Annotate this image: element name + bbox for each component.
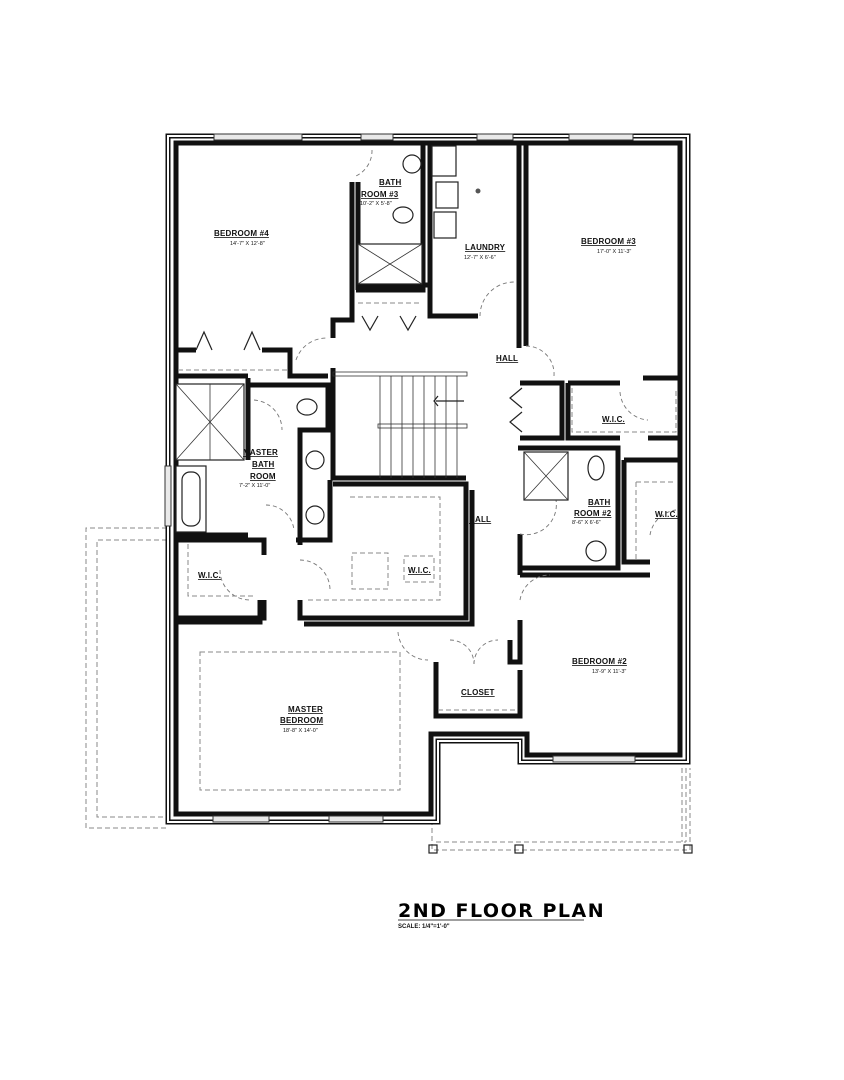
dims-laundry: 12'-7" X 6'-6" xyxy=(464,255,496,261)
label-hall-lower: HALL xyxy=(469,515,491,524)
staircase xyxy=(332,371,468,478)
label-wic-master-center: W.I.C. xyxy=(408,566,431,575)
label-wic-master-left: W.I.C. xyxy=(198,571,221,580)
dims-bath-2: 8'-6" X 6'-6" xyxy=(572,520,601,526)
window xyxy=(212,815,270,823)
window xyxy=(568,133,634,141)
sink-icon xyxy=(305,505,325,525)
label-master-bath-line2: BATH xyxy=(252,460,274,469)
windows xyxy=(164,133,636,823)
plan-scale: SCALE: 1/4"=1'-0" xyxy=(398,924,450,930)
dims-bedroom-3: 17'-0" X 11'-3" xyxy=(597,249,631,255)
label-hall-upper: HALL xyxy=(496,354,518,363)
floor-drain-icon xyxy=(475,188,481,194)
label-master-bedroom-line1: MASTER xyxy=(288,705,323,714)
label-master-bath-line3: ROOM xyxy=(250,472,276,481)
porch-post xyxy=(428,844,438,854)
window xyxy=(213,133,303,141)
label-master-bath-line1: MASTER xyxy=(243,448,278,457)
dims-master-bath: 7'-2" X 11'-0" xyxy=(239,483,270,489)
ceiling-tray-outline xyxy=(199,651,401,791)
dashed-details xyxy=(178,302,677,791)
label-laundry: LAUNDRY xyxy=(465,243,506,252)
plumbing-fixtures xyxy=(175,145,607,562)
porch-outline-bottom-right xyxy=(428,768,693,854)
door-swings xyxy=(195,149,677,665)
window xyxy=(164,465,172,527)
sink-icon xyxy=(402,154,422,174)
window xyxy=(552,755,636,763)
toilet-icon xyxy=(587,455,605,481)
laundry-sink-icon xyxy=(433,211,457,239)
exterior-walls xyxy=(165,133,691,825)
label-bath-3-line2: ROOM #3 xyxy=(361,190,399,199)
window xyxy=(328,815,384,823)
label-closet: CLOSET xyxy=(461,688,495,697)
dryer-icon xyxy=(435,181,459,209)
label-master-bedroom-line2: BEDROOM xyxy=(280,716,323,725)
deck-outline-left xyxy=(85,527,167,829)
room-labels: BEDROOM #4 14'-7" X 12'-8" BATH ROOM #3 … xyxy=(198,178,678,734)
toilet-icon xyxy=(392,206,414,224)
toilet-icon xyxy=(296,398,318,416)
label-bedroom-3: BEDROOM #3 xyxy=(581,237,636,246)
dims-bedroom-4: 14'-7" X 12'-8" xyxy=(230,241,265,247)
window xyxy=(360,133,394,141)
label-bedroom-2: BEDROOM #2 xyxy=(572,657,627,666)
label-bath-2-line1: BATH xyxy=(588,498,610,507)
interior-walls xyxy=(176,143,680,719)
title-block: 2ND FLOOR PLAN SCALE: 1/4"=1'-0" xyxy=(398,900,605,930)
dims-master-bedroom: 18'-8" X 14'-0" xyxy=(283,728,318,734)
label-bedroom-4: BEDROOM #4 xyxy=(214,229,269,238)
label-bath-3-line1: BATH xyxy=(379,178,401,187)
dims-bath-3: 10'-2" X 5'-8" xyxy=(360,201,392,207)
label-wic-bed3: W.I.C. xyxy=(602,415,625,424)
sink-icon xyxy=(585,540,607,562)
sink-icon xyxy=(305,450,325,470)
window xyxy=(476,133,514,141)
porch-post xyxy=(514,844,524,854)
dims-bedroom-2: 13'-9" X 11'-3" xyxy=(592,669,626,675)
plan-title: 2ND FLOOR PLAN xyxy=(398,900,605,922)
washer-icon xyxy=(431,145,457,177)
label-bath-2-line2: ROOM #2 xyxy=(574,509,612,518)
porch-post xyxy=(683,844,693,854)
label-wic-bed2: W.I.C. xyxy=(655,510,678,519)
